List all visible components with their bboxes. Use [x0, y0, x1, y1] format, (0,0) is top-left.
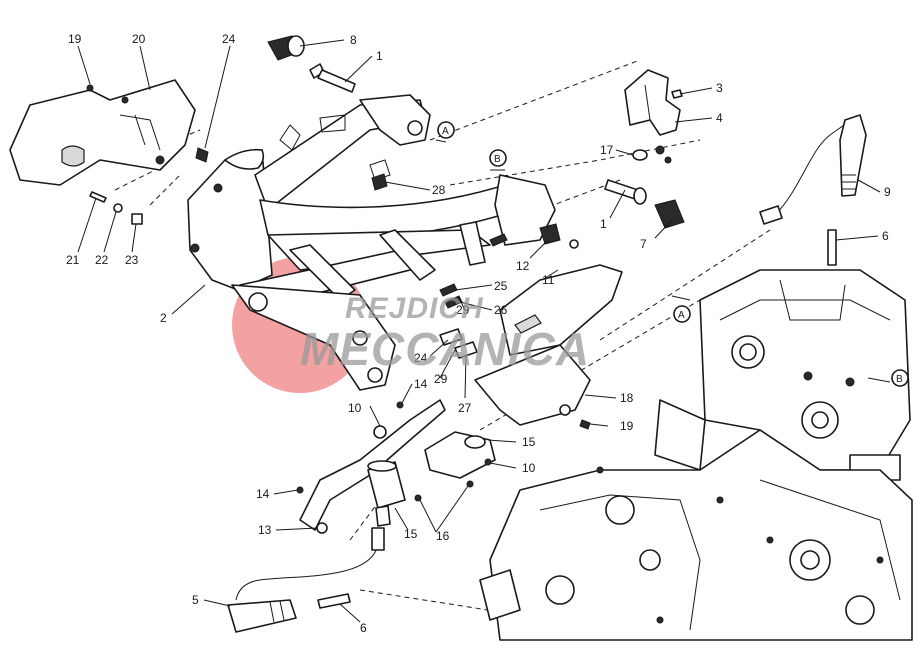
callout-14a: 14 — [414, 377, 428, 391]
callout-labels: 19 20 24 8 1 3 4 17 9 1 7 6 28 12 11 21 … — [66, 32, 891, 635]
coil-bracket-assembly — [296, 399, 496, 534]
callout-18: 18 — [620, 391, 634, 405]
engine-block — [479, 269, 913, 641]
callout-20: 20 — [132, 32, 146, 46]
callout-19a: 19 — [68, 32, 82, 46]
right-side-cover — [474, 264, 623, 430]
left-hardware — [89, 147, 209, 225]
callout-29b: 29 — [434, 372, 448, 386]
callout-8: 8 — [350, 33, 357, 47]
callout-25: 25 — [494, 279, 508, 293]
callout-6b: 6 — [360, 621, 367, 635]
ref-mark-b-top: B — [494, 154, 501, 165]
callout-15b: 15 — [404, 527, 418, 541]
callout-14b: 14 — [256, 487, 270, 501]
callout-2: 2 — [160, 311, 167, 325]
spark-plug-cable-lower — [227, 527, 385, 633]
callout-24b: 24 — [414, 351, 428, 365]
callout-12: 12 — [516, 259, 530, 273]
rear-mount-parts — [267, 35, 685, 249]
callout-19b: 19 — [620, 419, 634, 433]
callout-15a: 15 — [522, 435, 536, 449]
callout-28: 28 — [432, 183, 446, 197]
ref-mark-b-right: B — [896, 374, 903, 385]
reference-marks: A B A B — [435, 121, 909, 387]
callout-17: 17 — [600, 143, 614, 157]
watermark-text: REJDICH MECCANICA — [300, 292, 590, 375]
callout-29a: 29 — [456, 303, 470, 317]
callout-7: 7 — [640, 237, 647, 251]
callout-21: 21 — [66, 253, 80, 267]
callout-23: 23 — [125, 253, 139, 267]
callout-27: 27 — [458, 401, 472, 415]
callout-4: 4 — [716, 111, 723, 125]
watermark-line-2: MECCANICA — [300, 323, 590, 375]
callout-1a: 1 — [376, 49, 383, 63]
callout-1b: 1 — [600, 217, 607, 231]
callout-11: 11 — [542, 273, 555, 287]
ref-mark-a-right: A — [678, 310, 685, 321]
callout-24a: 24 — [222, 32, 236, 46]
ref-mark-a-top: A — [442, 126, 449, 137]
callout-16: 16 — [436, 529, 450, 543]
callout-6a: 6 — [882, 229, 889, 243]
left-cover-bracket — [9, 79, 196, 186]
watermark-line-1: REJDICH — [345, 292, 484, 325]
callout-26: 26 — [494, 303, 508, 317]
main-frame — [187, 94, 556, 391]
callout-5: 5 — [192, 593, 199, 607]
spark-plug-cable-upper — [759, 114, 867, 266]
callout-10b: 10 — [522, 461, 536, 475]
callout-13: 13 — [258, 523, 272, 537]
callout-3: 3 — [716, 81, 723, 95]
callout-9: 9 — [884, 185, 891, 199]
callout-22: 22 — [95, 253, 109, 267]
leader-lines — [77, 39, 881, 623]
callout-10a: 10 — [348, 401, 362, 415]
